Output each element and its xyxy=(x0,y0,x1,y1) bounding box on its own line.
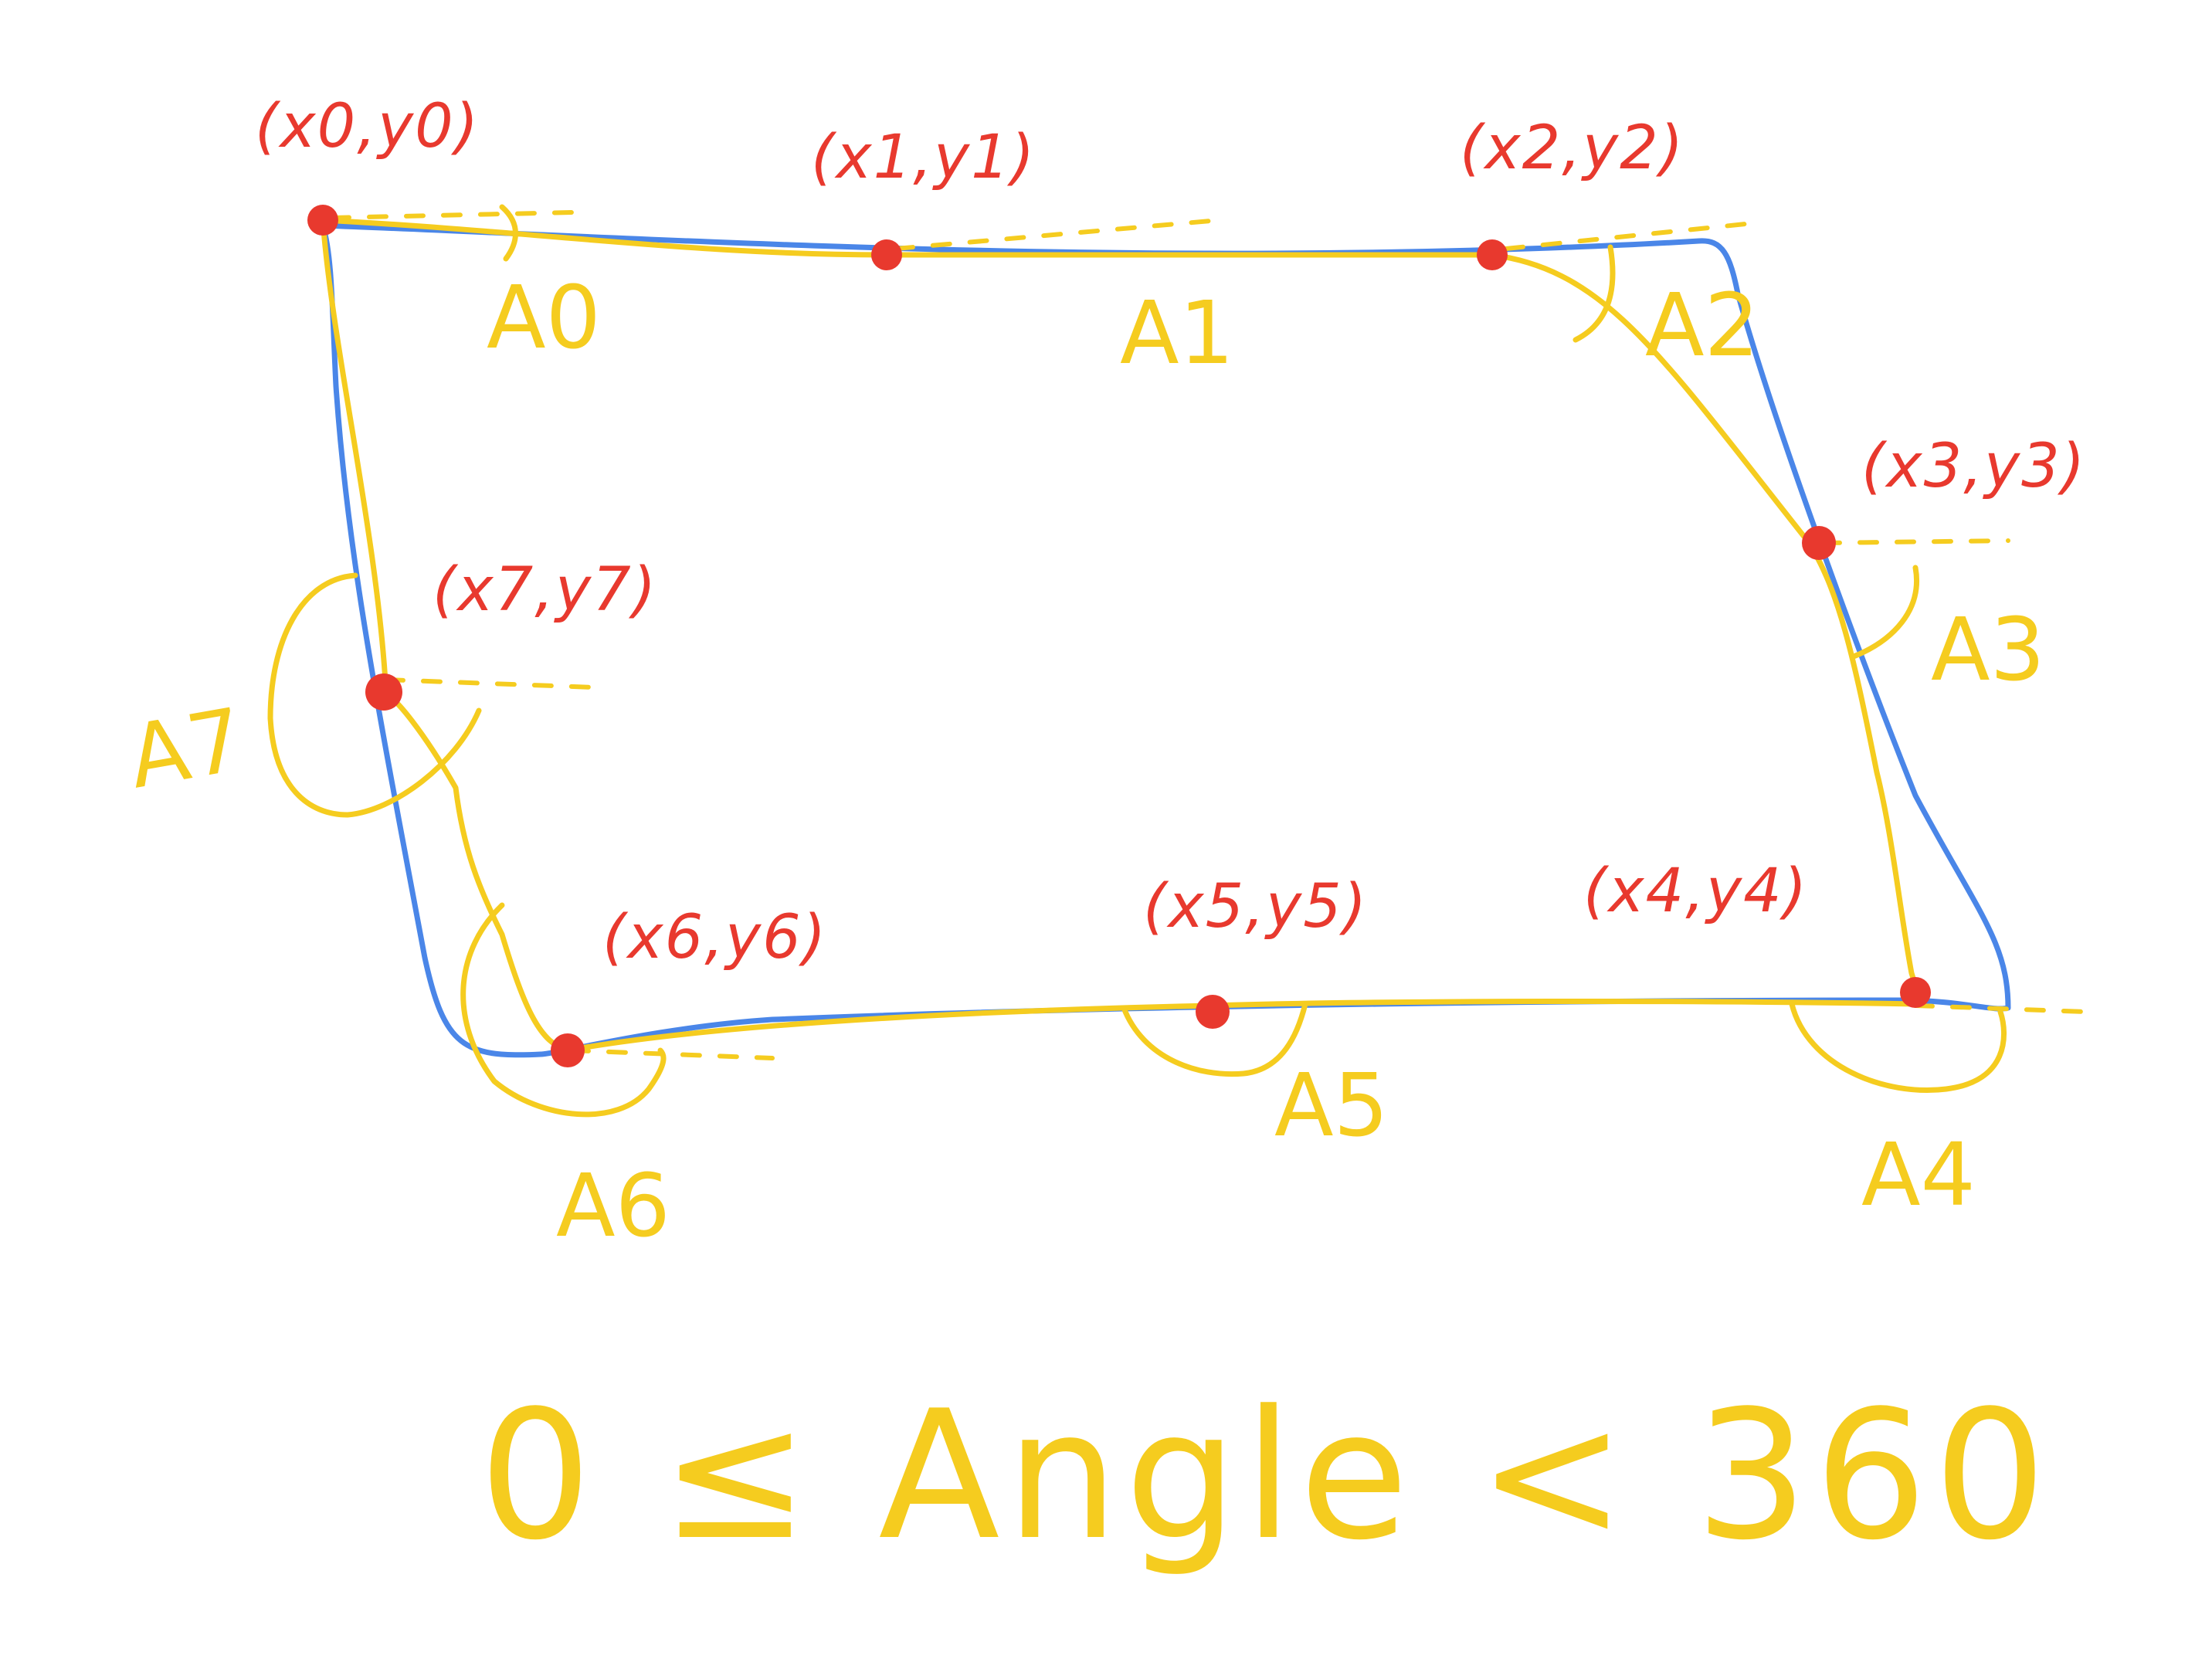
reference-dash-v1 xyxy=(894,217,1230,251)
shape-outline xyxy=(320,222,2011,1058)
angle-label-a3: A3 xyxy=(1931,600,2045,701)
angle-arc-a6 xyxy=(460,902,667,1118)
angle-label-a2: A2 xyxy=(1645,276,1759,376)
angle-arc-a4 xyxy=(1789,1001,2007,1093)
angle-label-a4: A4 xyxy=(1861,1125,1976,1226)
vertex-dot-2 xyxy=(1477,239,1508,270)
reference-dash-v2 xyxy=(1504,222,1748,251)
vertex-dot-3 xyxy=(1802,526,1836,560)
traced-outline xyxy=(320,217,1919,1053)
vertex-dot-7 xyxy=(365,673,402,711)
reference-dashes xyxy=(330,210,2088,1060)
coord-label-v5: (x5,y5) xyxy=(1143,872,1368,941)
coord-label-v7: (x7,y7) xyxy=(433,555,657,625)
coord-label-v6: (x6,y6) xyxy=(602,903,827,972)
vertex-dots xyxy=(307,205,1931,1067)
angle-label-a7: A7 xyxy=(121,690,251,809)
vertex-dot-0 xyxy=(307,205,338,236)
angle-constraint: 0 ≤ Angle < 360 xyxy=(479,1373,2053,1579)
coord-label-v3: (x3,y3) xyxy=(1861,432,2086,501)
reference-dash-v6 xyxy=(569,1048,775,1060)
coord-label-v2: (x2,y2) xyxy=(1460,114,1684,183)
coord-label-v4: (x4,y4) xyxy=(1583,857,1808,926)
angle-arcs xyxy=(267,204,2007,1118)
vertex-dot-5 xyxy=(1196,995,1230,1029)
coord-label-v1: (x1,y1) xyxy=(811,123,1036,192)
reference-dash-v3 xyxy=(1820,538,2010,545)
angle-label-a1: A1 xyxy=(1120,283,1234,384)
vertex-dot-1 xyxy=(871,239,902,270)
reference-dash-v4 xyxy=(1913,1003,2088,1014)
angle-arc-a3 xyxy=(1851,565,1919,660)
angle-label-a5: A5 xyxy=(1274,1056,1389,1156)
reference-dash-v0 xyxy=(330,210,574,220)
reference-dash-v7 xyxy=(384,677,597,690)
coord-label-v0: (x0,y0) xyxy=(255,92,480,161)
angle-arc-a0 xyxy=(499,204,518,262)
angle-label-a6: A6 xyxy=(556,1156,670,1257)
angle-labels: A0 A1 A2 A3 A4 A5 A6 A7 xyxy=(121,268,2045,1257)
vertex-dot-6 xyxy=(551,1033,585,1067)
angle-arc-a5 xyxy=(1121,1001,1308,1077)
coordinate-labels: (x0,y0) (x1,y1) (x2,y2) (x3,y3) (x4,y4) … xyxy=(255,92,2086,972)
angle-arc-a7 xyxy=(267,572,482,818)
vertex-dot-4 xyxy=(1900,977,1931,1008)
angle-arc-a2 xyxy=(1572,244,1616,343)
angle-label-a0: A0 xyxy=(487,268,601,368)
